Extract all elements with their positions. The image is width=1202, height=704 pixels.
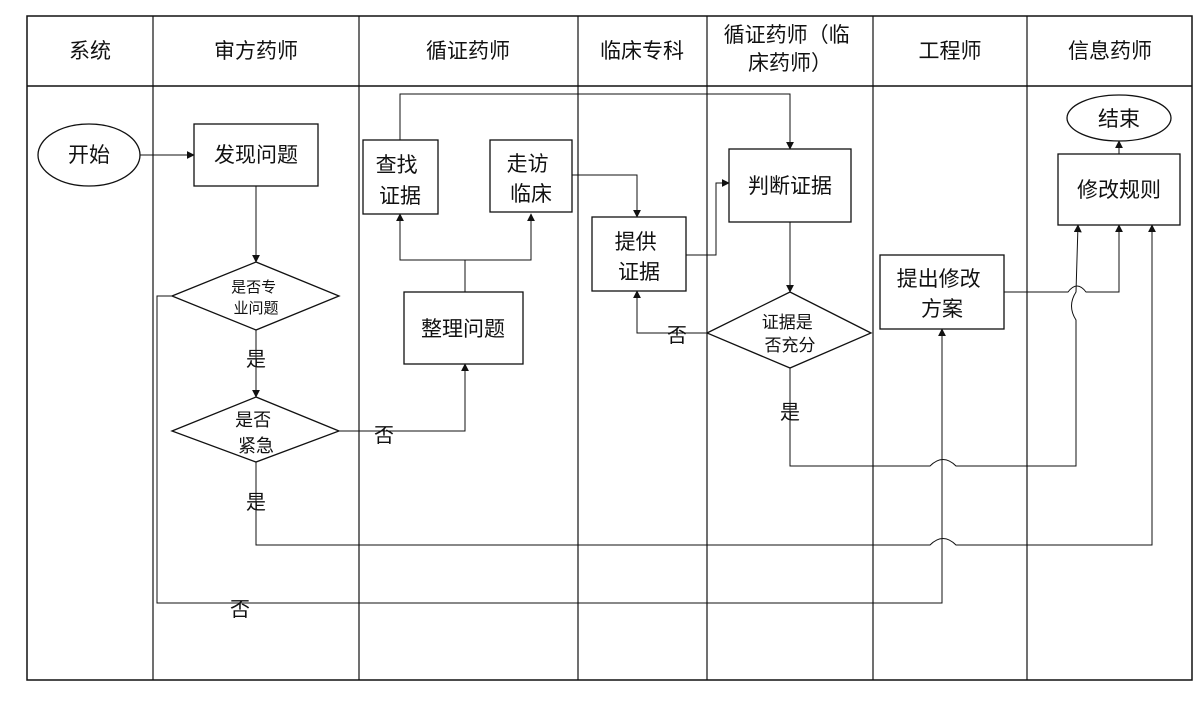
start-node: [37, 123, 141, 187]
organize-label: 整理问题: [421, 317, 505, 341]
propose-plan-node: [879, 254, 1005, 330]
edge-organize-find: [396, 213, 465, 261]
edge-label-professional-no: 否: [230, 597, 250, 621]
provide-evidence-label: 提供 证据: [615, 230, 664, 284]
find-evidence-label: 查找 证据: [376, 153, 425, 208]
discover-label: 发现问题: [214, 143, 298, 167]
visit-clinic-label: 走访 临床: [507, 152, 556, 206]
professional-label: 是否专 业问题: [231, 278, 281, 317]
end-label: 结束: [1098, 107, 1140, 131]
edge-label-urgent-yes: 是: [246, 490, 266, 514]
edge-sufficient-modify: [789, 224, 1082, 467]
professional-decision: [170, 261, 341, 331]
provide-evidence-node: [591, 216, 687, 292]
edge-label-professional-yes: 是: [246, 347, 266, 371]
urgent-decision: [170, 396, 341, 463]
organize-node: [403, 291, 524, 365]
table-frame: [26, 15, 1193, 681]
edge-urgent-organize: [339, 363, 469, 432]
lane-title-clinical-pharmacist: 循证药师（临 床药师）: [724, 23, 857, 75]
sufficient-label: 证据是 否充分: [762, 313, 818, 356]
edge-label-urgent-no: 否: [374, 423, 394, 447]
lane-title-engineer: 工程师: [919, 39, 982, 63]
lane-title-evidence-pharmacist: 循证药师: [426, 39, 510, 63]
lane-title-clinical-department: 临床专科: [600, 39, 684, 63]
discover-node: [193, 123, 319, 187]
edge-propose-modify: [1004, 224, 1123, 293]
edge-professional-propose: [156, 295, 946, 604]
edge-visit-provide: [572, 174, 641, 218]
edge-organize-visit: [465, 213, 535, 261]
propose-plan-label: 提出修改 方案: [897, 267, 988, 321]
find-evidence-node: [362, 139, 439, 215]
urgent-label: 是否 紧急: [235, 410, 277, 457]
judge-evidence-node: [728, 148, 852, 223]
edge-urgent-modify: [255, 224, 1156, 546]
edge-find-judge: [399, 93, 794, 150]
start-label: 开始: [68, 143, 110, 167]
judge-evidence-label: 判断证据: [748, 174, 832, 198]
edge-label-sufficient-no: 否: [667, 323, 687, 347]
edge-label-sufficient-yes: 是: [780, 400, 800, 424]
visit-clinic-node: [489, 139, 573, 213]
lane-title-info-pharmacist: 信息药师: [1068, 39, 1152, 63]
lane-title-review-pharmacist: 审方药师: [214, 39, 298, 63]
edge-provide-judge: [686, 179, 730, 256]
lane-title-system: 系统: [69, 39, 111, 63]
sufficient-decision: [705, 291, 873, 369]
modify-rules-node: [1057, 153, 1181, 226]
edge-sufficient-provide: [633, 290, 707, 334]
modify-rules-label: 修改规则: [1077, 178, 1161, 202]
end-node: [1066, 94, 1172, 142]
